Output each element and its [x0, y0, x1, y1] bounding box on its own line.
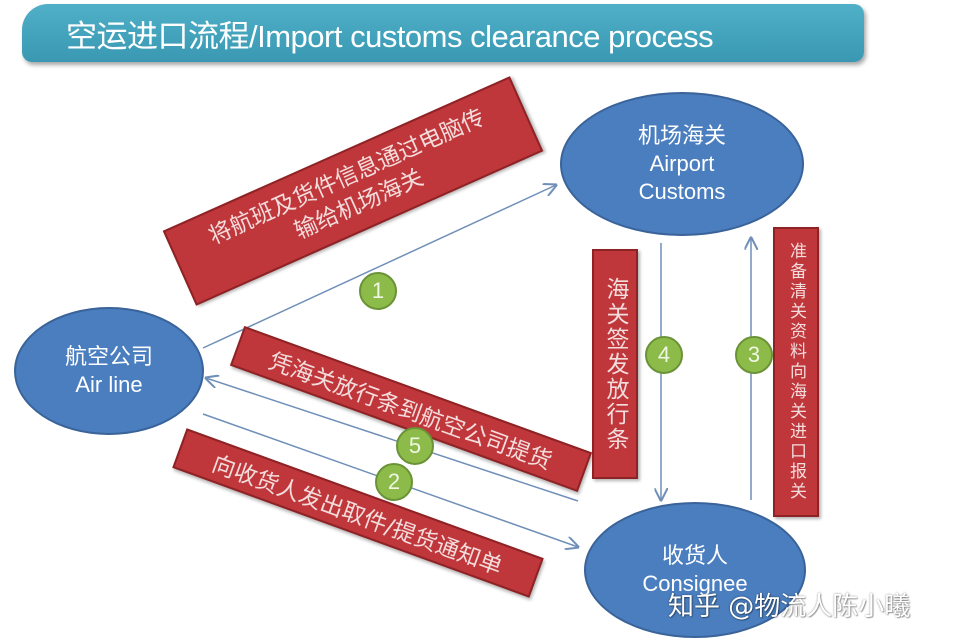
step-4-label: 海关签发放行条	[592, 249, 638, 479]
node-airport-customs: 机场海关 Airport Customs	[560, 92, 804, 236]
step-5-badge: 5	[396, 427, 434, 465]
step-3-text: 准备清关资料向海关进口报关	[786, 242, 806, 502]
step-4-number: 4	[657, 342, 671, 367]
title-banner: 空运进口流程/Import customs clearance process	[22, 4, 864, 62]
step-1-badge: 1	[359, 272, 397, 310]
step-4-text: 海关签发放行条	[602, 276, 628, 452]
node-consignee: 收货人 Consignee	[584, 502, 806, 638]
step-4-badge: 4	[645, 336, 683, 374]
step-3-badge: 3	[735, 336, 773, 374]
watermark: 知乎 @物流人陈小曦	[668, 592, 911, 622]
diagram-title: 空运进口流程/Import customs clearance process	[66, 18, 714, 54]
node-airline-zh: 航空公司	[64, 344, 153, 369]
step-1-number: 1	[371, 278, 385, 303]
node-consignee-zh: 收货人	[661, 543, 728, 568]
arrow-step-5	[206, 378, 579, 502]
step-5-number: 5	[408, 433, 422, 458]
arrow-step-1	[202, 185, 556, 349]
node-airline: 航空公司 Air line	[14, 307, 204, 435]
node-consignee-en: Consignee	[642, 571, 748, 596]
step-3-label: 准备清关资料向海关进口报关	[773, 227, 819, 517]
node-airport-customs-en-2: Customs	[638, 179, 726, 204]
node-airport-customs-zh: 机场海关	[637, 123, 726, 148]
node-airline-en: Air line	[75, 372, 143, 397]
step-2-badge: 2	[375, 463, 413, 501]
step-2-number: 2	[387, 469, 401, 494]
step-3-number: 3	[747, 342, 761, 367]
node-airport-customs-en-1: Airport	[649, 151, 715, 176]
